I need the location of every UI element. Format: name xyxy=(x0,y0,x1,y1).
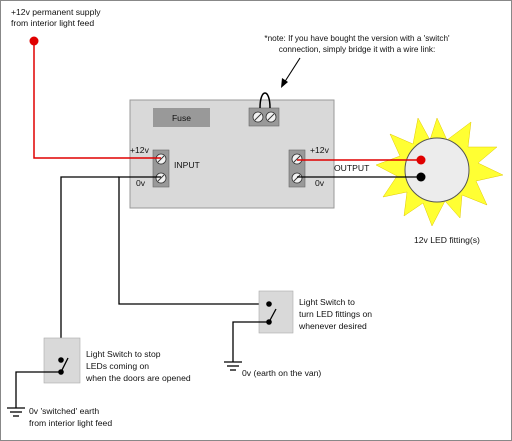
supply-label-line-1: +12v permanent supply xyxy=(11,7,101,17)
switch-contact-icon xyxy=(58,357,64,363)
left-switch-line-1: Light Switch to stop xyxy=(86,349,161,359)
note-line-2: connection, simply bridge it with a wire… xyxy=(279,45,436,54)
fuse-block xyxy=(153,108,210,127)
led-positive-contact xyxy=(416,155,426,165)
fuse-label: Fuse xyxy=(172,113,191,123)
ground-icon xyxy=(7,407,25,417)
led-negative-contact xyxy=(416,172,426,182)
switched-earth-line-1: 0v 'switched' earth xyxy=(29,406,99,416)
screw-terminal-icon xyxy=(291,172,303,184)
switch-lever-icon xyxy=(268,308,277,323)
right-switch-wire xyxy=(118,176,269,305)
supply-label-line-2: from interior light feed xyxy=(11,18,94,28)
input-negative-label: 0v xyxy=(136,178,146,188)
right-switch-line-3: whenever desired xyxy=(298,321,367,331)
supply-positive-wire xyxy=(33,41,161,159)
left-switch-line-2: LEDs coming on xyxy=(86,361,149,371)
screw-terminal-icon xyxy=(265,111,277,123)
left-switch-line-3: when the doors are opened xyxy=(85,373,191,383)
output-label: OUTPUT xyxy=(334,163,370,173)
output-positive-label: +12v xyxy=(310,145,330,155)
screw-terminal-icon xyxy=(155,172,167,184)
right-light-switch xyxy=(258,290,294,334)
left-switch-wire xyxy=(60,176,119,360)
bridge-wire-link xyxy=(259,92,271,109)
right-switch-line-2: turn LED fittings on xyxy=(299,309,372,319)
led-fitting-icon xyxy=(404,137,470,203)
screw-terminal-icon xyxy=(155,153,167,165)
input-label: INPUT xyxy=(174,160,201,170)
earth-van-label: 0v (earth on the van) xyxy=(242,368,321,378)
arrowhead-icon xyxy=(281,78,288,88)
note-arrow xyxy=(283,57,301,84)
switched-earth-line-2: from interior light feed xyxy=(29,418,112,428)
note-line-1: *note: If you have bought the version wi… xyxy=(264,34,450,43)
ground-icon xyxy=(224,361,242,371)
left-earth-wire xyxy=(15,371,61,408)
screw-terminal-icon xyxy=(252,111,264,123)
right-earth-wire xyxy=(232,321,269,362)
output-negative-label: 0v xyxy=(315,178,325,188)
right-switch-line-1: Light Switch to xyxy=(299,297,355,307)
led-fitting-label: 12v LED fitting(s) xyxy=(414,235,480,245)
switch-contact-icon xyxy=(266,301,272,307)
input-positive-label: +12v xyxy=(130,145,150,155)
switch-lever-icon xyxy=(60,357,69,373)
screw-terminal-icon xyxy=(291,153,303,165)
supply-terminal-dot xyxy=(29,36,39,46)
